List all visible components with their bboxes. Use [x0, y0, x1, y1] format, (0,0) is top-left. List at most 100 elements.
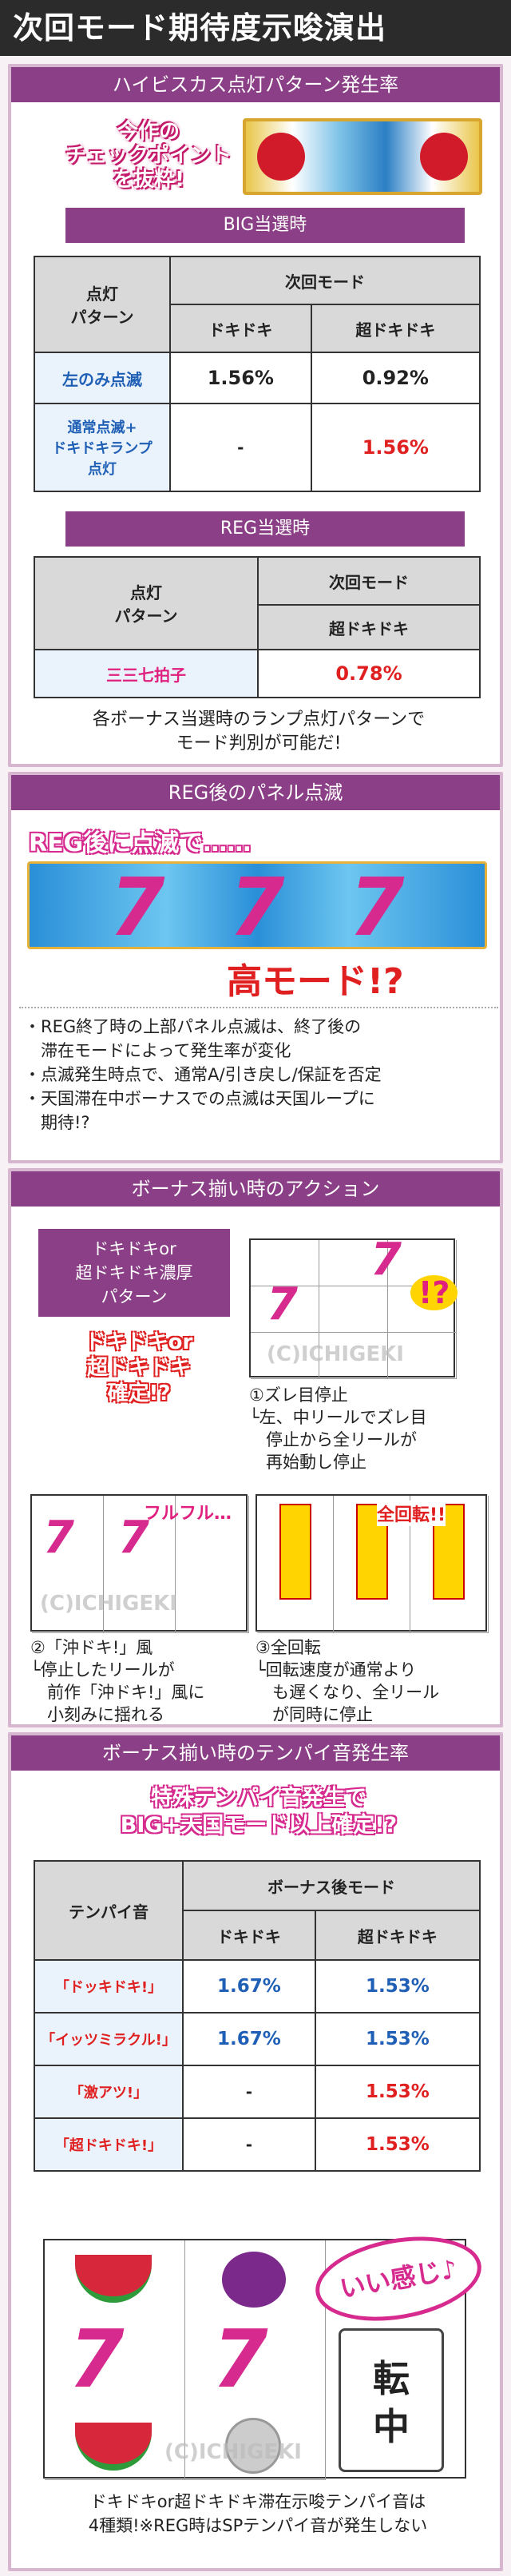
reg-col-pattern: 点灯 パターン [34, 556, 259, 650]
tenpai-row-1-name: 「ドッキドキ!」 [34, 1959, 184, 2013]
tenpai-row-1-v1: 1.67% [182, 1959, 316, 2013]
item-1-line-3: 停止から全リールが [249, 1430, 417, 1449]
watermark: (C)ICHIGEKI [267, 1342, 404, 1366]
item-3: ③全回転 └回転速度が通常より も遅くなり、全リール が同時に停止 [256, 1636, 495, 1726]
panel-blink-image: 7 7 7 [27, 861, 487, 954]
tenpai-row-1-v2: 1.53% [314, 1959, 481, 2013]
item-2-line-4: 小刻みに揺れる [30, 1705, 164, 1724]
item-2-line-2: └停止したリールが [30, 1660, 175, 1680]
headline-line-2: BIG+天国モード以上確定!? [120, 1813, 398, 1838]
big-col-pattern: 点灯 パターン [34, 256, 171, 353]
tenpai-row-4-v1: - [182, 2117, 316, 2172]
pattern-line-1: ドキドキor [92, 1239, 176, 1258]
coin-icon [225, 2418, 281, 2474]
panel-bullets: ・REG終了時の上部パネル点滅は、終了後の 滞在モードによって発生率が変化 ・点… [24, 1015, 495, 1135]
checkpoint-banner: 今作の チェックポイント を抜粋! [61, 120, 236, 192]
tenpai-col-sound: テンパイ音 [34, 1860, 184, 1961]
panel-seven-3: 7 [349, 861, 405, 954]
pattern-line-3: パターン [101, 1287, 168, 1306]
fulfuru-label: フルフル… [144, 1504, 232, 1524]
zenkaiten-reel-image: 全回転!! [256, 1494, 489, 1633]
spin-indicator: 転 中 [339, 2328, 444, 2472]
big-row-1-name: 左のみ点滅 [34, 352, 171, 404]
confirm-line-1: ドキドキor [85, 1330, 193, 1354]
okidoki-seven-2: 7 [118, 1512, 149, 1564]
item-2-line-3: 前作「沖ドキ!」風に [30, 1683, 205, 1702]
reg-row-name: 三三七拍子 [34, 649, 259, 698]
big-row-2-v2: 1.56% [310, 403, 481, 492]
bullet-4: ・天国滞在中ボーナスでの点滅は天国ループに [24, 1089, 375, 1108]
tenpai-section-title: ボーナス揃い時のテンパイ音発生率 [11, 1735, 500, 1771]
hibiscus-section-title: ハイビスカス点灯パターン発生率 [11, 67, 500, 102]
pattern-box: ドキドキor 超ドキドキ濃厚 パターン [38, 1229, 230, 1317]
panel-seven-1: 7 [109, 861, 165, 954]
banner-line-3: を抜粋! [113, 168, 184, 192]
banner-line-2: チェックポイント [65, 144, 232, 168]
zure-seven-1: 7 [370, 1234, 402, 1286]
tenpai-sub-2: 超ドキドキ [314, 1910, 481, 1961]
divider [19, 1007, 498, 1008]
tenpai-row-3-name: 「激アツ!」 [34, 2065, 184, 2119]
item-1-line-4: 再始動し停止 [249, 1453, 366, 1472]
bullet-5: 期待!? [24, 1113, 90, 1132]
bullet-1: ・REG終了時の上部パネル点滅は、終了後の [24, 1017, 362, 1036]
big-row-1-v1: 1.56% [169, 352, 312, 404]
headline-line-1: 特殊テンパイ音発生で [151, 1786, 366, 1811]
reel-seven-2: 7 [212, 2312, 268, 2406]
banner-line-1: 今作の [117, 120, 180, 144]
reg-row-val: 0.78% [257, 649, 481, 698]
confirm-text: ドキドキor 超ドキドキ 確定!? [59, 1330, 219, 1406]
grape-icon [222, 2252, 286, 2308]
big-row-2-v1: - [169, 403, 312, 492]
bullet-3: ・点滅発生時点で、通常A/引き戻し/保証を否定 [24, 1065, 382, 1084]
panel-seven-2: 7 [229, 861, 285, 954]
tenpai-row-3-v2: 1.53% [314, 2065, 481, 2119]
confirm-line-2: 超ドキドキ [86, 1356, 191, 1380]
panel-caption-1: REG後に点滅で…… [29, 829, 252, 857]
big-col-mode: 次回モード [169, 256, 481, 305]
reg-sub: 超ドキドキ [257, 604, 481, 650]
tenpai-row-2-v1: 1.67% [182, 2012, 316, 2066]
tenpai-row-3-v1: - [182, 2065, 316, 2119]
tenpai-row-2-v2: 1.53% [314, 2012, 481, 2066]
down-arrow-icon-1 [279, 1504, 311, 1600]
item-3-line-2: └回転速度が通常より [256, 1660, 417, 1680]
tenpai-row-4-name: 「超ドキドキ!」 [34, 2117, 184, 2172]
item-1-line-1: ①ズレ目停止 [249, 1385, 348, 1405]
item-2-line-1: ②「沖ドキ!」風 [30, 1638, 153, 1657]
bullet-2: 滞在モードによって発生率が変化 [24, 1041, 291, 1060]
hibiscus-panel-image [243, 118, 482, 195]
tenpai-col-mode: ボーナス後モード [182, 1860, 481, 1911]
item-3-line-1: ③全回転 [256, 1638, 321, 1657]
action-section-title: ボーナス揃い時のアクション [11, 1171, 500, 1207]
page-title: 次回モード期待度示唆演出 [0, 0, 511, 56]
watermark: (C)ICHIGEKI [40, 1592, 177, 1616]
hibiscus-section: ハイビスカス点灯パターン発生率 今作の チェックポイント を抜粋! BIG当選時… [8, 64, 503, 767]
panel-section: REG後のパネル点滅 REG後に点滅で…… 7 7 7 高モード!? ・REG終… [8, 772, 503, 1163]
tenpai-table: テンパイ音ボーナス後モード ドキドキ超ドキドキ 「ドッキドキ!」1.67%1.5… [34, 1860, 481, 2172]
hibiscus-left-icon [257, 133, 305, 181]
action-section: ボーナス揃い時のアクション ドキドキor 超ドキドキ濃厚 パターン ドキドキor… [8, 1168, 503, 1727]
zure-seven-2: 7 [267, 1278, 298, 1330]
hibiscus-right-icon [420, 133, 468, 181]
reel-seven-1: 7 [69, 2312, 125, 2406]
pattern-line-2: 超ドキドキ濃厚 [75, 1263, 193, 1282]
tenpai-row-4-v2: 1.53% [314, 2117, 481, 2172]
item-3-line-3: も遅くなり、全リール [256, 1683, 440, 1702]
big-sub-2: 超ドキドキ [310, 304, 481, 353]
item-1-line-2: └左、中リールでズレ目 [249, 1408, 427, 1427]
confirm-line-3: 確定!? [107, 1381, 171, 1405]
reg-col-mode: 次回モード [257, 556, 481, 606]
excl-burst: !? [410, 1275, 458, 1310]
hibiscus-note: 各ボーナス当選時のランプ点灯パターンで モード判別が可能だ! [92, 710, 426, 753]
panel-caption-2: 高モード!? [227, 961, 404, 1002]
reg-bar: REG当選時 [65, 511, 465, 547]
big-sub-1: ドキドキ [169, 304, 312, 353]
tenpai-note: ドキドキor超ドキドキ滞在示唆テンパイ音は 4種類!※REG時はSPテンパイ音が… [88, 2492, 428, 2535]
item-2: ②「沖ドキ!」風 └停止したリールが 前作「沖ドキ!」風に 小刻みに揺れる [30, 1636, 254, 1726]
okidoki-seven-1: 7 [43, 1512, 74, 1564]
tenpai-sub-1: ドキドキ [182, 1910, 316, 1961]
big-row-2-name: 通常点滅+ ドキドキランプ 点灯 [34, 403, 171, 492]
